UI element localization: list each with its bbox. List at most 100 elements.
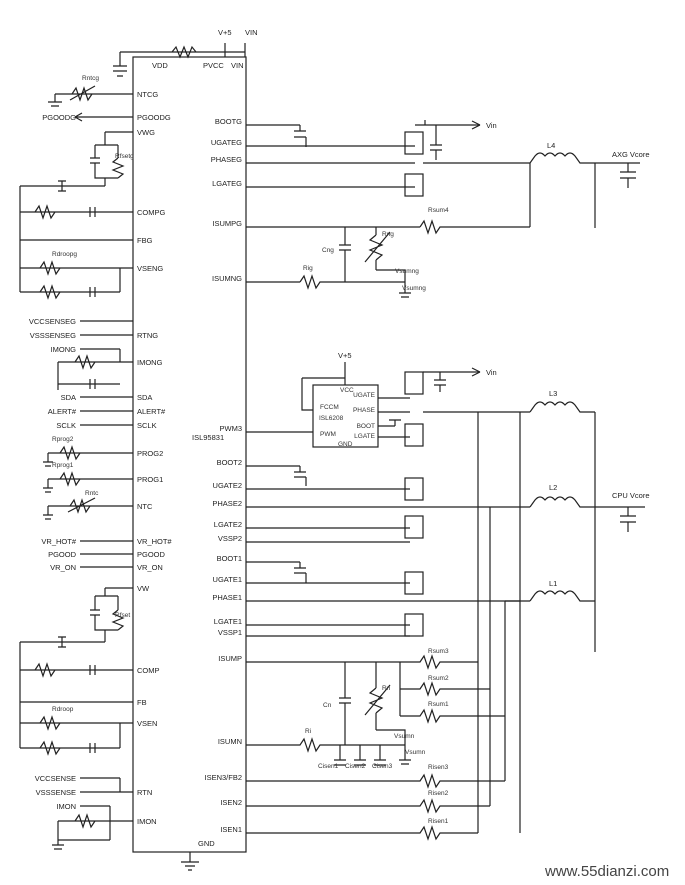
signal-label: SDA: [61, 393, 76, 402]
component-label: Rng: [382, 231, 394, 238]
ic-pin-label: VSEN: [137, 719, 157, 728]
ic-pin-label: UGATEG: [211, 138, 242, 147]
driver-pin-label: PWM: [320, 431, 336, 438]
signal-label: SCLK: [56, 421, 76, 430]
signal-label: PGOODG: [42, 113, 76, 122]
ic-pin-label: ISEN1: [220, 825, 242, 834]
watermark: www.55dianzi.com: [544, 863, 669, 880]
signal-label: VCCSENSEG: [29, 317, 76, 326]
component-label: Vsumng: [402, 285, 426, 292]
component-label: Rig: [303, 265, 313, 272]
supply-label: VIN: [245, 28, 258, 37]
ic-pin-label: ISUMN: [218, 737, 242, 746]
labels: NTCGPGOODGVWGCOMPGFBGVSENGRTNGIMONGSDAAL…: [29, 28, 669, 880]
ic-pin-label: IMONG: [137, 358, 163, 367]
component-label: Ri: [305, 728, 311, 735]
component-label: Cng: [322, 247, 334, 254]
ic-pin-label: PGOOD: [137, 550, 166, 559]
ic-pin-label: ALERT#: [137, 407, 166, 416]
driver-pin-label: BOOT: [357, 423, 375, 430]
ic-pin-label: LGATEG: [212, 179, 242, 188]
inductor-label: L3: [549, 389, 557, 398]
ic-pin-label: ISUMPG: [212, 219, 242, 228]
component-label: Vsumn: [405, 749, 426, 756]
ic-pin-label: SCLK: [137, 421, 157, 430]
ic-pin-label: ISUMP: [218, 654, 242, 663]
component-label: Rsum3: [428, 648, 449, 655]
ic-pin-label: GND: [198, 839, 215, 848]
signal-label: PGOOD: [48, 550, 77, 559]
component-label: Risen1: [428, 818, 449, 825]
component-label: Rntc: [85, 490, 99, 497]
ic-pin-label: VW: [137, 584, 150, 593]
signal-label: VR_HOT#: [41, 537, 76, 546]
component-label: Cisen1: [318, 763, 339, 770]
component-label: Cisen3: [372, 763, 393, 770]
ic-pin-label: NTCG: [137, 90, 158, 99]
component-label: Risen3: [428, 764, 449, 771]
ic-pin-label: PHASE1: [212, 593, 242, 602]
supply-label: Vin: [486, 121, 497, 130]
inductor-label: L1: [549, 579, 557, 588]
driver-pin-label: PHASE: [353, 407, 376, 414]
chip-name: ISL95831: [192, 433, 224, 442]
ic-pin-label: VIN: [231, 61, 244, 70]
component-label: Rsum2: [428, 675, 449, 682]
ic-pin-label: IMON: [137, 817, 157, 826]
component-label: Rntcg: [82, 75, 99, 82]
component-label: Rdroopg: [52, 251, 77, 258]
component-label: Cn: [323, 702, 332, 709]
ic-pin-label: PWM3: [220, 424, 243, 433]
driver-pin-label: UGATE: [353, 392, 376, 399]
ic-pin-label: NTC: [137, 502, 153, 511]
ic-pin-label: PROG2: [137, 449, 163, 458]
ic-pin-label: ISUMNG: [212, 274, 242, 283]
ic-pin-label: ISEN2: [220, 798, 242, 807]
supply-label: V+5: [338, 351, 352, 360]
component-label: Cisen2: [345, 763, 366, 770]
inductor-label: L2: [549, 483, 557, 492]
ic-pin-label: BOOT2: [217, 458, 242, 467]
ic-pin-label: PVCC: [203, 61, 224, 70]
ic-pin-label: ISEN3/FB2: [204, 773, 242, 782]
ic-pin-label: VDD: [152, 61, 168, 70]
ic-pin-label: RTNG: [137, 331, 158, 340]
component-label: Rn: [382, 685, 391, 692]
ic-pin-label: LGATE2: [214, 520, 242, 529]
signal-label: IMON: [56, 802, 76, 811]
ic-pin-label: UGATE1: [213, 575, 242, 584]
component-label: Rsum4: [428, 207, 449, 214]
ic-pin-label: FBG: [137, 236, 153, 245]
ic-pin-label: RTN: [137, 788, 152, 797]
component-label: Rfsetg: [115, 153, 134, 160]
ic-pin-label: SDA: [137, 393, 152, 402]
ic-pin-label: VWG: [137, 128, 155, 137]
component-label: Rprog2: [52, 436, 74, 443]
ic-pin-label: VSENG: [137, 264, 163, 273]
signal-label: VSSSENSEG: [30, 331, 76, 340]
component-label: Rprog1: [52, 462, 74, 469]
ic-pin-label: VSSP1: [218, 628, 242, 637]
driver-name: ISL6208: [319, 415, 344, 422]
component-label: Rsum1: [428, 701, 449, 708]
component-label: Rdroop: [52, 706, 74, 713]
signal-label: ALERT#: [48, 407, 77, 416]
ic-pin-label: BOOTG: [215, 117, 242, 126]
wires: [19, 43, 645, 871]
ic-pin-label: FB: [137, 698, 147, 707]
ic-pin-label: BOOT1: [217, 554, 242, 563]
output-label: CPU Vcore: [612, 491, 650, 500]
supply-label: V+5: [218, 28, 232, 37]
ic-pin-label: VR_ON: [137, 563, 163, 572]
supply-label: Vin: [486, 368, 497, 377]
driver-pin-label: VCC: [340, 387, 354, 394]
ic-pin-label: PGOODG: [137, 113, 171, 122]
output-label: AXG Vcore: [612, 150, 650, 159]
ic-pin-label: PROG1: [137, 475, 163, 484]
driver-pin-label: LGATE: [354, 433, 375, 440]
ic-pin-label: LGATE1: [214, 617, 242, 626]
driver-pin-label: GND: [338, 441, 353, 448]
component-label: Vsumn: [394, 733, 415, 740]
inductor-label: L4: [547, 141, 555, 150]
